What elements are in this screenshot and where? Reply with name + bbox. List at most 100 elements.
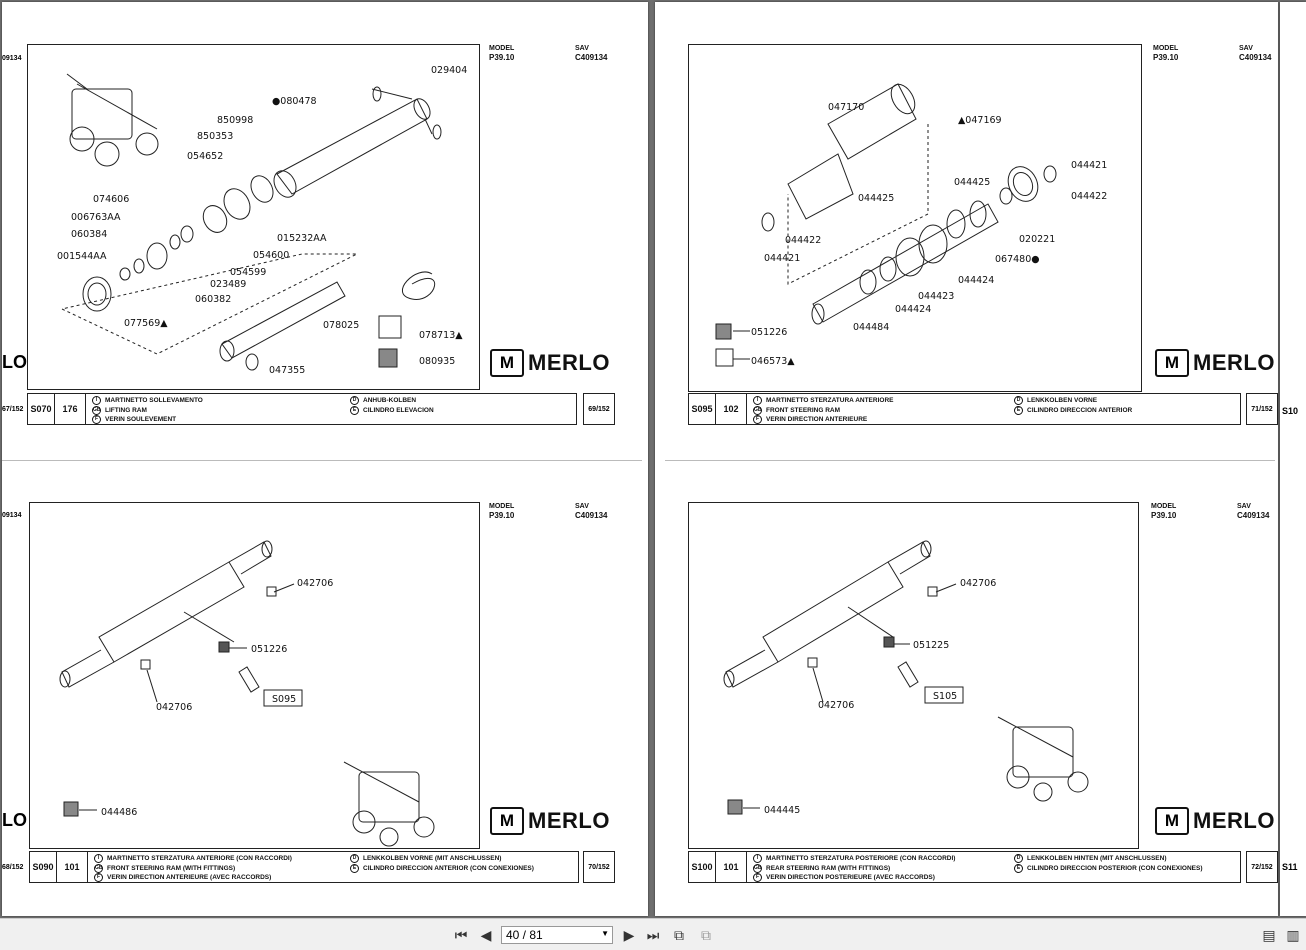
- part-label: 080935: [419, 356, 455, 367]
- part-label: 051226: [251, 644, 287, 655]
- part-label: 051226: [751, 327, 787, 338]
- part-label: 044486: [101, 807, 137, 818]
- part-label: 042706: [818, 700, 854, 711]
- drawing-frame: [688, 502, 1139, 849]
- part-label: 044421: [764, 253, 800, 264]
- part-label: 044445: [764, 805, 800, 816]
- section-code: S070: [28, 394, 55, 424]
- part-label: S105: [933, 691, 957, 702]
- single-page-icon[interactable]: ▤: [1262, 926, 1276, 943]
- left-stub-logo2: LO: [2, 810, 27, 830]
- page-selector[interactable]: 40 / 81 ▼: [501, 926, 613, 944]
- section-code: S090: [30, 852, 57, 882]
- part-label: 078025: [323, 320, 359, 331]
- left-stub-cap: 67/152: [2, 406, 24, 413]
- part-label: 044423: [918, 291, 954, 302]
- page-selector-value: 40 / 81: [506, 928, 543, 942]
- divider: [2, 460, 642, 461]
- part-label: 054600: [253, 250, 289, 261]
- right-stub-top: S10: [1282, 406, 1299, 416]
- part-label: 054599: [230, 267, 266, 278]
- part-label: 006763AA: [71, 212, 121, 223]
- front-steering-ram-exploded-diagram: 047170 ▲047169 044421 044425 044422 0444…: [715, 83, 1107, 367]
- part-label: 023489: [210, 279, 246, 290]
- next-page-icon[interactable]: ▶: [623, 926, 635, 943]
- ref-number: 176: [55, 394, 86, 424]
- viewer-toolbar: ⏮ ◀ 40 / 81 ▼ ▶ ⏭ ⧉ ⧉ ▤ ▥: [0, 918, 1306, 950]
- front-steering-ram-diagram: 042706 051226 042706 S095 044486: [59, 540, 435, 847]
- part-label: 044421: [1071, 160, 1107, 171]
- part-label: ▲047169: [958, 115, 1002, 126]
- part-label: 020221: [1019, 234, 1055, 245]
- part-label: 044425: [858, 193, 894, 204]
- left-stub-logo: LO: [2, 352, 27, 372]
- two-page-view-icon[interactable]: ⧉: [674, 926, 684, 943]
- left-stub-cap2: 68/152: [2, 864, 24, 871]
- drawing-frame: [27, 44, 480, 390]
- right-stub-sheet: S10 S11: [1280, 2, 1306, 916]
- ref-number: 101: [57, 852, 88, 882]
- part-label: 060382: [195, 294, 231, 305]
- chevron-down-icon[interactable]: ▼: [601, 929, 609, 938]
- model-value: P39.10: [489, 53, 515, 62]
- section-code: S100: [689, 852, 716, 882]
- part-label: 044484: [853, 322, 889, 333]
- page-number: 72/152: [1246, 851, 1278, 883]
- part-label: 077569▲: [124, 318, 168, 329]
- last-page-icon[interactable]: ⏭: [646, 926, 660, 943]
- part-label: 850998: [217, 115, 253, 126]
- part-label: S095: [272, 694, 296, 705]
- part-label: 047355: [269, 365, 305, 376]
- lifting-ram-diagram: 029404 ●080478 850998 850353 054652 0746…: [57, 65, 467, 376]
- right-stub-bottom: S11: [1282, 862, 1298, 872]
- part-label: 042706: [297, 578, 333, 589]
- part-label: 029404: [431, 65, 467, 76]
- continuous-view-icon[interactable]: ⧉: [701, 926, 711, 943]
- part-label: 044424: [895, 304, 931, 315]
- page-number: 71/152: [1246, 393, 1278, 425]
- rear-steering-ram-diagram: 042706 051225 042706 S105 044445: [723, 540, 1089, 816]
- section-code: S095: [689, 394, 716, 424]
- part-label: 046573▲: [751, 356, 795, 367]
- part-label: 067480●: [995, 254, 1040, 265]
- part-label: 044425: [954, 177, 990, 188]
- part-label: 074606: [93, 194, 129, 205]
- part-label: 042706: [960, 578, 996, 589]
- first-page-icon[interactable]: ⏮: [454, 926, 468, 943]
- previous-page-icon[interactable]: ◀: [480, 926, 492, 943]
- page-number: 69/152: [583, 393, 615, 425]
- part-label: 054652: [187, 151, 223, 162]
- part-label: 078713▲: [419, 330, 463, 341]
- sav-value: C409134: [575, 53, 608, 62]
- part-label: 001544AA: [57, 251, 107, 262]
- left-stub-top: 09134: [2, 55, 22, 62]
- part-label: 044422: [1071, 191, 1107, 202]
- facing-pages-icon[interactable]: ▥: [1286, 926, 1300, 943]
- part-label: ●080478: [272, 96, 317, 107]
- drawing-frame: [688, 44, 1142, 392]
- ref-number: 102: [716, 394, 747, 424]
